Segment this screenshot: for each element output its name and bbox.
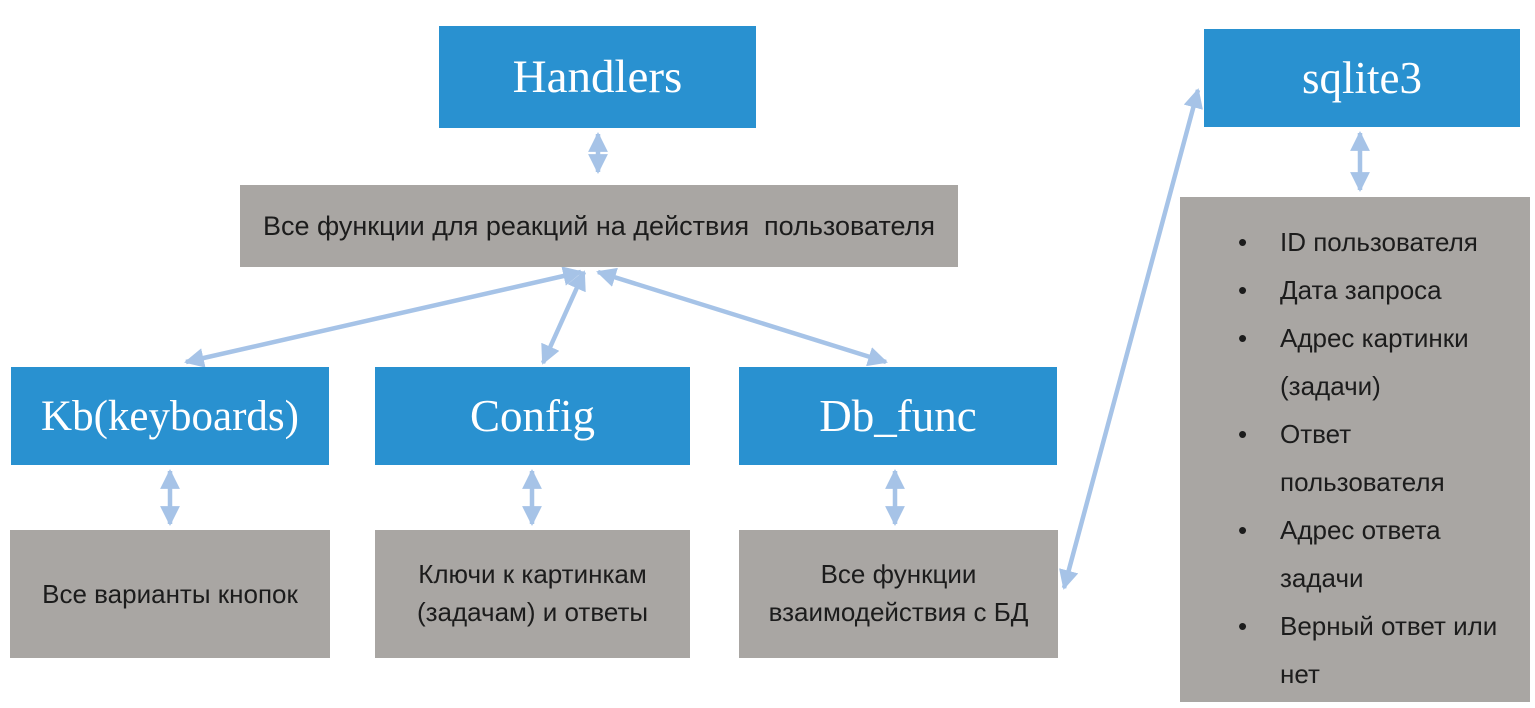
node-config: Config	[375, 367, 690, 465]
arrow-desc-kb	[184, 266, 583, 368]
node-db-func-description-label: Все функции взаимодействия с БД	[768, 559, 1029, 627]
list-item: Адрес картинки (задачи)	[1238, 314, 1510, 410]
arrow-desc-config	[540, 270, 587, 365]
sqlite3-field-list: ID пользователя Дата запроса Адрес карти…	[1180, 197, 1530, 698]
arrow-desc-dbfunc	[596, 267, 888, 367]
node-config-description-label: Ключи к картинкам (задачам) и ответы	[416, 559, 649, 627]
list-item: Ответ пользователя	[1238, 410, 1510, 506]
node-db-func-description: Все функции взаимодействия с БД	[739, 530, 1058, 658]
node-handlers-label: Handlers	[512, 51, 683, 103]
arrow-dbfuncdesc-sqlite	[1059, 88, 1203, 590]
node-sqlite3-fields-panel: ID пользователя Дата запроса Адрес карти…	[1180, 197, 1530, 702]
node-config-description: Ключи к картинкам (задачам) и ответы	[375, 530, 690, 658]
node-config-label: Config	[469, 391, 595, 441]
node-sqlite3: sqlite3	[1204, 29, 1520, 127]
list-item: ID пользователя	[1238, 218, 1510, 266]
node-sqlite3-label: sqlite3	[1302, 53, 1422, 103]
node-handlers-description: Все функции для реакций на действия поль…	[240, 185, 958, 267]
node-kb-keyboards: Kb(keyboards)	[11, 367, 329, 465]
node-kb-description-label: Все варианты кнопок	[42, 578, 298, 609]
node-kb-keyboards-label: Kb(keyboards)	[41, 392, 299, 440]
node-kb-description: Все варианты кнопок	[10, 530, 330, 658]
list-item: Адрес ответа задачи	[1238, 506, 1510, 602]
node-db-func-label: Db_func	[819, 391, 977, 441]
node-db-func: Db_func	[739, 367, 1057, 465]
list-item: Дата запроса	[1238, 266, 1510, 314]
list-item: Верный ответ или нет	[1238, 602, 1510, 698]
node-handlers-description-label: Все функции для реакций на действия поль…	[262, 210, 936, 241]
node-handlers: Handlers	[439, 26, 756, 128]
